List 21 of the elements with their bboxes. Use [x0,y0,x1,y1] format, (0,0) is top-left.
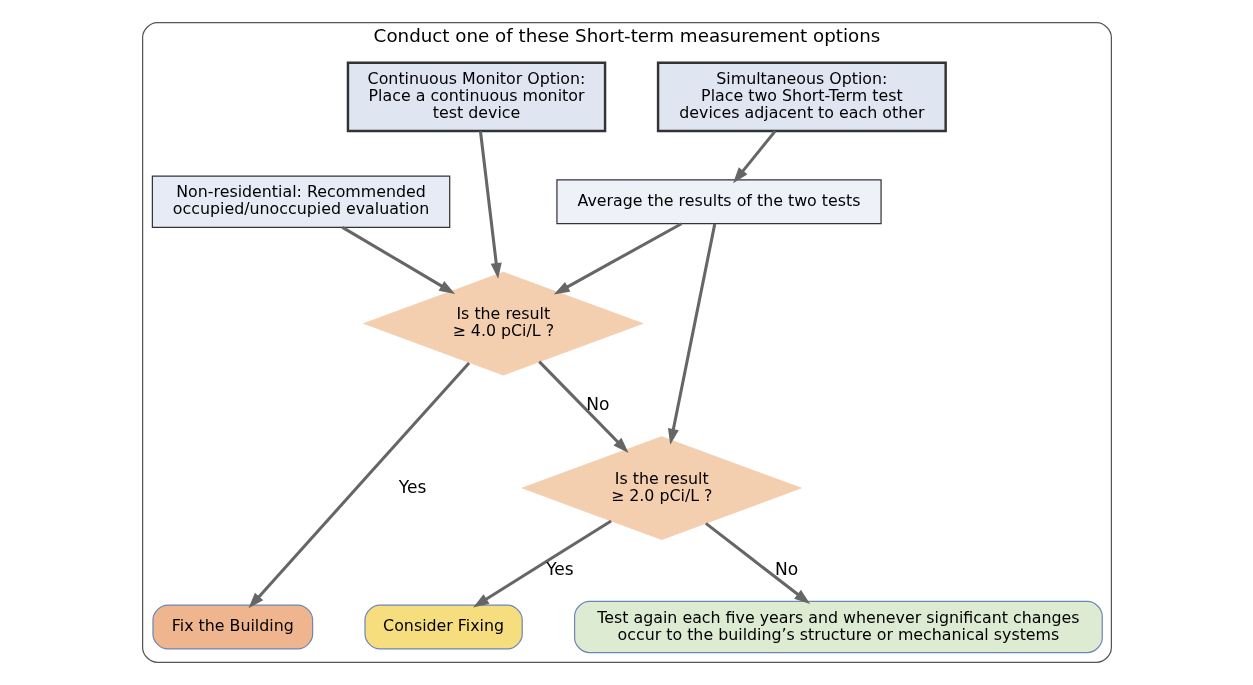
edge-label: Yes [545,558,574,579]
arrow [732,130,776,184]
arrow [341,226,455,294]
node-diamond: Is the result ≥ 4.0 pCi/L ? [362,271,644,376]
edge-label: No [585,394,609,415]
node-box: Simultaneous Option: Place two Short-Term test devices adjacent to each other [656,61,947,133]
node-box: Test again each five years and whenever significant changes occur to the building’s structure or mechanical systems [573,600,1103,654]
node-box: Average the results of the two tests [555,179,882,225]
arrow [472,519,612,608]
edge-label: No [774,558,798,579]
arrow [247,361,470,609]
arrow [553,222,682,295]
arrow [478,131,502,279]
edge-label: Yes [398,476,426,497]
arrow [667,223,716,445]
node-box: Fix the Building [151,604,313,650]
node-box: Continuous Monitor Option: Place a continuous monitor test device [346,61,606,133]
node-box: Non-residential: Recommended occupied/unoccupied evaluation [151,175,450,228]
arrow [704,522,810,604]
node-box: Consider Fixing [363,604,523,650]
arrow [537,360,629,453]
